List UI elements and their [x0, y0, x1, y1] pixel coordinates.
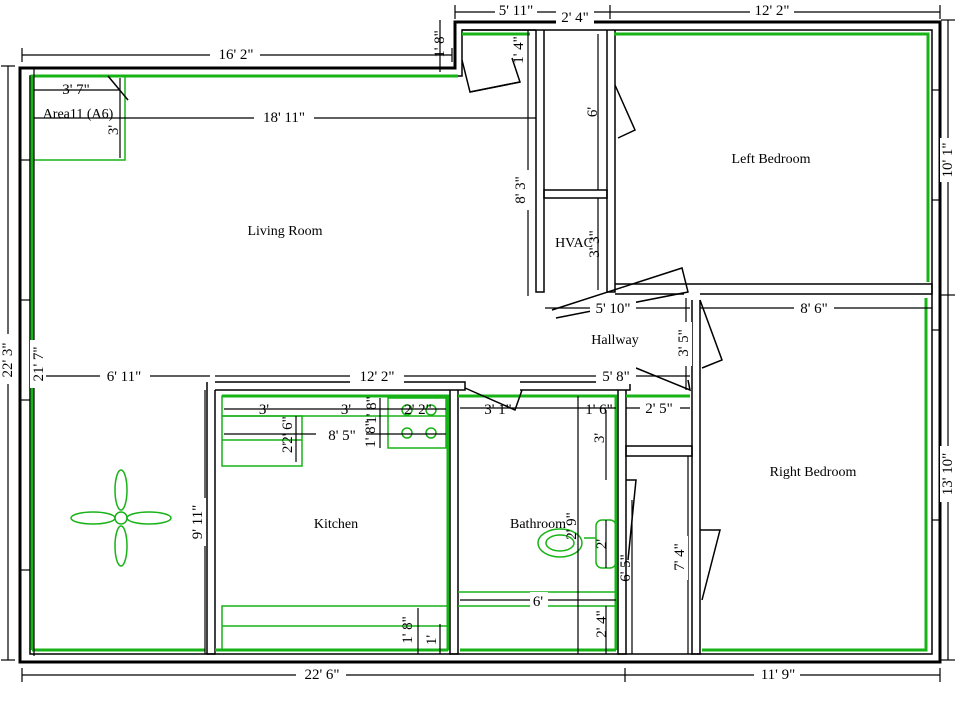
- dim-closet-2-5: 2' 5": [645, 401, 673, 417]
- outer-walls: [18, 20, 942, 664]
- area11-label: Area11 (A6): [43, 107, 114, 122]
- dim-kitchen-1: 1': [424, 635, 440, 646]
- dim-1-8-top: 1' 8": [432, 30, 448, 58]
- dim-top-16-2: 16' 2": [218, 47, 253, 63]
- dim-top-12-2: 12' 2": [754, 3, 789, 19]
- dimension-labels: 5' 11" 12' 2" 2' 4" 16' 2" 1' 8" 1' 4" 2…: [0, 2, 956, 683]
- dim-area-3: 3': [106, 125, 122, 136]
- dim-kitchen-9-11: 9' 11": [190, 505, 206, 540]
- dim-bottom-22-6: 22' 6": [304, 667, 339, 683]
- dim-living-18-11: 18' 11": [263, 110, 305, 126]
- living-room-label: Living Room: [247, 224, 322, 239]
- interior-dimension-lines: [33, 30, 932, 656]
- interior-walls: [206, 29, 933, 655]
- dim-hvac-3-3: 3' 3": [587, 230, 603, 258]
- dim-left-22-3: 22' 3": [0, 342, 16, 377]
- dim-kitchen-1-8-b: 1' 8": [363, 420, 379, 448]
- dim-bath-1-6: 1' 6": [585, 402, 613, 418]
- dim-1-4-top: 1' 4": [511, 36, 527, 64]
- dim-left-21-7: 21' 7": [31, 346, 47, 381]
- dim-kitchen-3-b: 3': [341, 402, 352, 418]
- green-room-outlines: [30, 32, 930, 652]
- dim-area-3-7: 3' 7": [62, 82, 90, 98]
- dim-bath-2-4: 2' 4": [594, 610, 610, 638]
- dim-hall-3-5: 3' 5": [676, 329, 692, 357]
- room-labels: Living Room Left Bedroom Right Bedroom H…: [43, 107, 857, 532]
- dim-top-5-11: 5' 11": [499, 3, 534, 19]
- left-bedroom-label: Left Bedroom: [732, 152, 811, 167]
- dim-bottom-11-9: 11' 9": [761, 667, 796, 683]
- kitchen-label: Kitchen: [314, 517, 358, 532]
- dim-kitchen-1-8-c: 1' 8": [400, 616, 416, 644]
- hallway-label: Hallway: [591, 333, 638, 348]
- right-bedroom-label: Right Bedroom: [770, 465, 857, 480]
- dim-right-13-10: 13' 10": [940, 453, 956, 496]
- dim-kitchen-12-2: 12' 2": [359, 369, 394, 385]
- dim-hall-5-8: 5' 8": [602, 369, 630, 385]
- kitchen-fixtures: [221, 395, 449, 651]
- dim-bath-2: 2': [594, 539, 610, 550]
- dim-right-10-1: 10' 1": [940, 142, 956, 177]
- dim-bath-3-1: 3' 1": [484, 402, 512, 418]
- dim-hall-5-10: 5' 10": [595, 301, 630, 317]
- dim-kitchen-1-8-a: 1' 8": [364, 396, 380, 424]
- hvac-label: HVAC: [555, 236, 593, 251]
- dim-kitchen-2-6: 2' 6": [280, 416, 296, 444]
- dim-closet-7-4: 7' 4": [672, 543, 688, 571]
- dim-closet-8-3: 8' 3": [513, 176, 529, 204]
- ceiling-fan-icon: [70, 469, 172, 567]
- dim-bath-3: 3': [592, 433, 608, 444]
- dim-kitchen-2: 2': [280, 443, 296, 454]
- dim-closet-6-5: 6' 5": [618, 554, 634, 582]
- dim-kitchen-2-2: 2' 2": [404, 402, 432, 418]
- dim-kitchen-8-5: 8' 5": [328, 428, 356, 444]
- dim-bath-2-9: 2' 9": [564, 512, 580, 540]
- outer-dimension-lines: [1, 5, 955, 682]
- dim-living-6-11: 6' 11": [107, 369, 142, 385]
- dim-kitchen-3-a: 3': [259, 402, 270, 418]
- dim-closet-6: 6': [585, 107, 601, 118]
- dim-bath-6: 6': [533, 594, 544, 610]
- dim-top-2-4: 2' 4": [561, 10, 589, 26]
- dim-hall-8-6: 8' 6": [800, 301, 828, 317]
- bathroom-label: Bathroom: [510, 517, 566, 532]
